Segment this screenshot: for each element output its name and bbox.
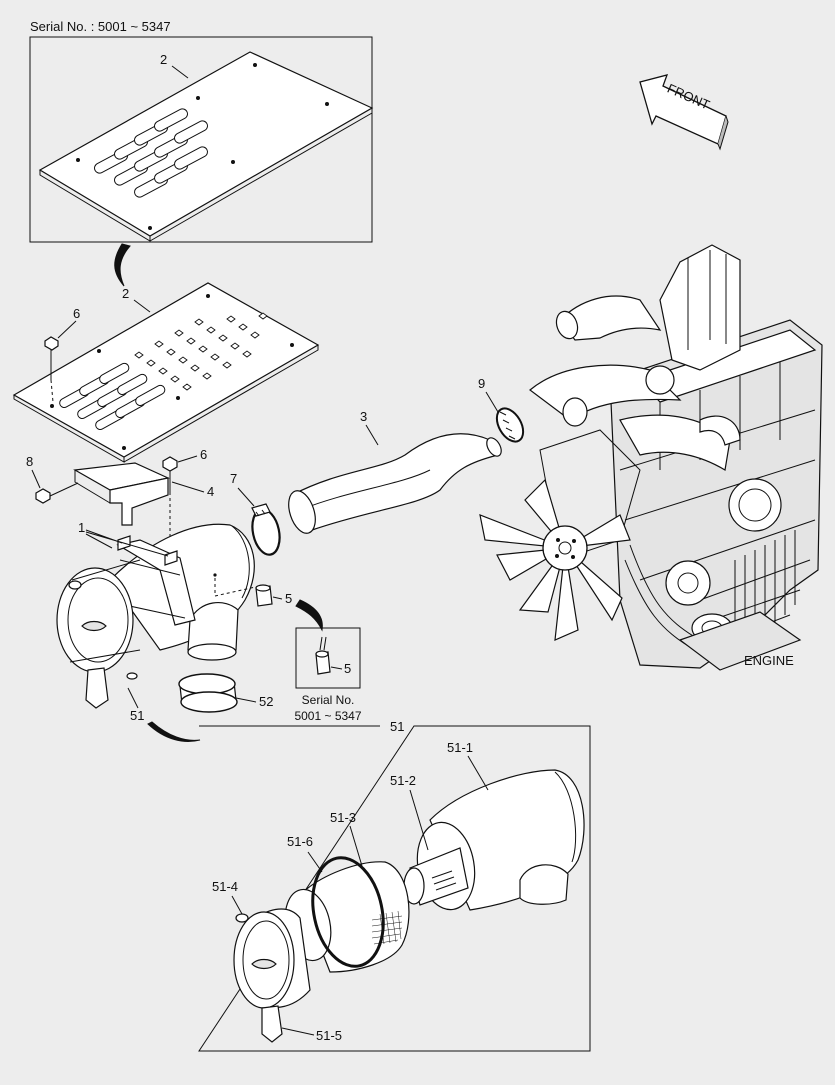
- callout-52: 52: [259, 694, 273, 709]
- serial-inset-box-top: [29, 36, 373, 243]
- air-cleaner-assembly: [56, 523, 255, 709]
- callout-7: 7: [230, 471, 237, 486]
- callout-5-main: 5: [285, 591, 292, 606]
- callout-51-box: 51: [390, 719, 404, 734]
- callout-51-6: 51-6: [287, 834, 313, 849]
- callout-51-1: 51-1: [447, 740, 473, 755]
- bolt-6-lower: [162, 456, 178, 575]
- callout-6-upper: 6: [73, 306, 80, 321]
- callout-5-inset: 5: [344, 661, 351, 676]
- hose-clamp-9: [495, 407, 525, 443]
- callout-51-5: 51-5: [316, 1028, 342, 1043]
- intake-hose: [288, 433, 502, 534]
- cover-plate-old-version: [38, 51, 374, 242]
- callout-2-mid: 2: [122, 286, 129, 301]
- callout-9: 9: [478, 376, 485, 391]
- seal-ring-52: [178, 673, 238, 713]
- serial-number-label: Serial No. : 5001 ~ 5347: [30, 19, 171, 34]
- inset-connector-indicator: [295, 599, 323, 632]
- callout-2-top: 2: [160, 52, 167, 67]
- callout-51-3: 51-3: [330, 810, 356, 825]
- restriction-indicator-5: [255, 584, 273, 607]
- mounting-bracket: [73, 462, 170, 526]
- main-element-51-3: [284, 861, 410, 973]
- cover-plate: [12, 282, 320, 463]
- restriction-indicator-inset: [315, 636, 331, 675]
- engine-assembly: [479, 244, 823, 671]
- callout-51-main: 51: [130, 708, 144, 723]
- callout-6-lower: 6: [200, 447, 207, 462]
- bolt-8: [35, 482, 79, 504]
- inset-connector-filter: [147, 721, 201, 742]
- callout-51-2: 51-2: [390, 773, 416, 788]
- bolt-6-upper: [44, 336, 59, 403]
- callout-8: 8: [26, 454, 33, 469]
- callout-1: 1: [78, 520, 85, 535]
- inset-serial-line1: Serial No.: [302, 693, 355, 707]
- hose-clamp-7: [251, 503, 281, 556]
- front-direction-arrow: FRONT: [639, 74, 729, 151]
- engine-label: ENGINE: [744, 653, 794, 668]
- inset-connector-top: [114, 243, 131, 287]
- o-ring-51-6: [311, 856, 385, 968]
- callout-51-4: 51-4: [212, 879, 238, 894]
- callout-3: 3: [360, 409, 367, 424]
- filter-cover-51-4: [233, 908, 311, 1043]
- inset-serial-line2: 5001 ~ 5347: [294, 709, 361, 723]
- callout-4: 4: [207, 484, 214, 499]
- indicator-inset-box: [295, 627, 361, 689]
